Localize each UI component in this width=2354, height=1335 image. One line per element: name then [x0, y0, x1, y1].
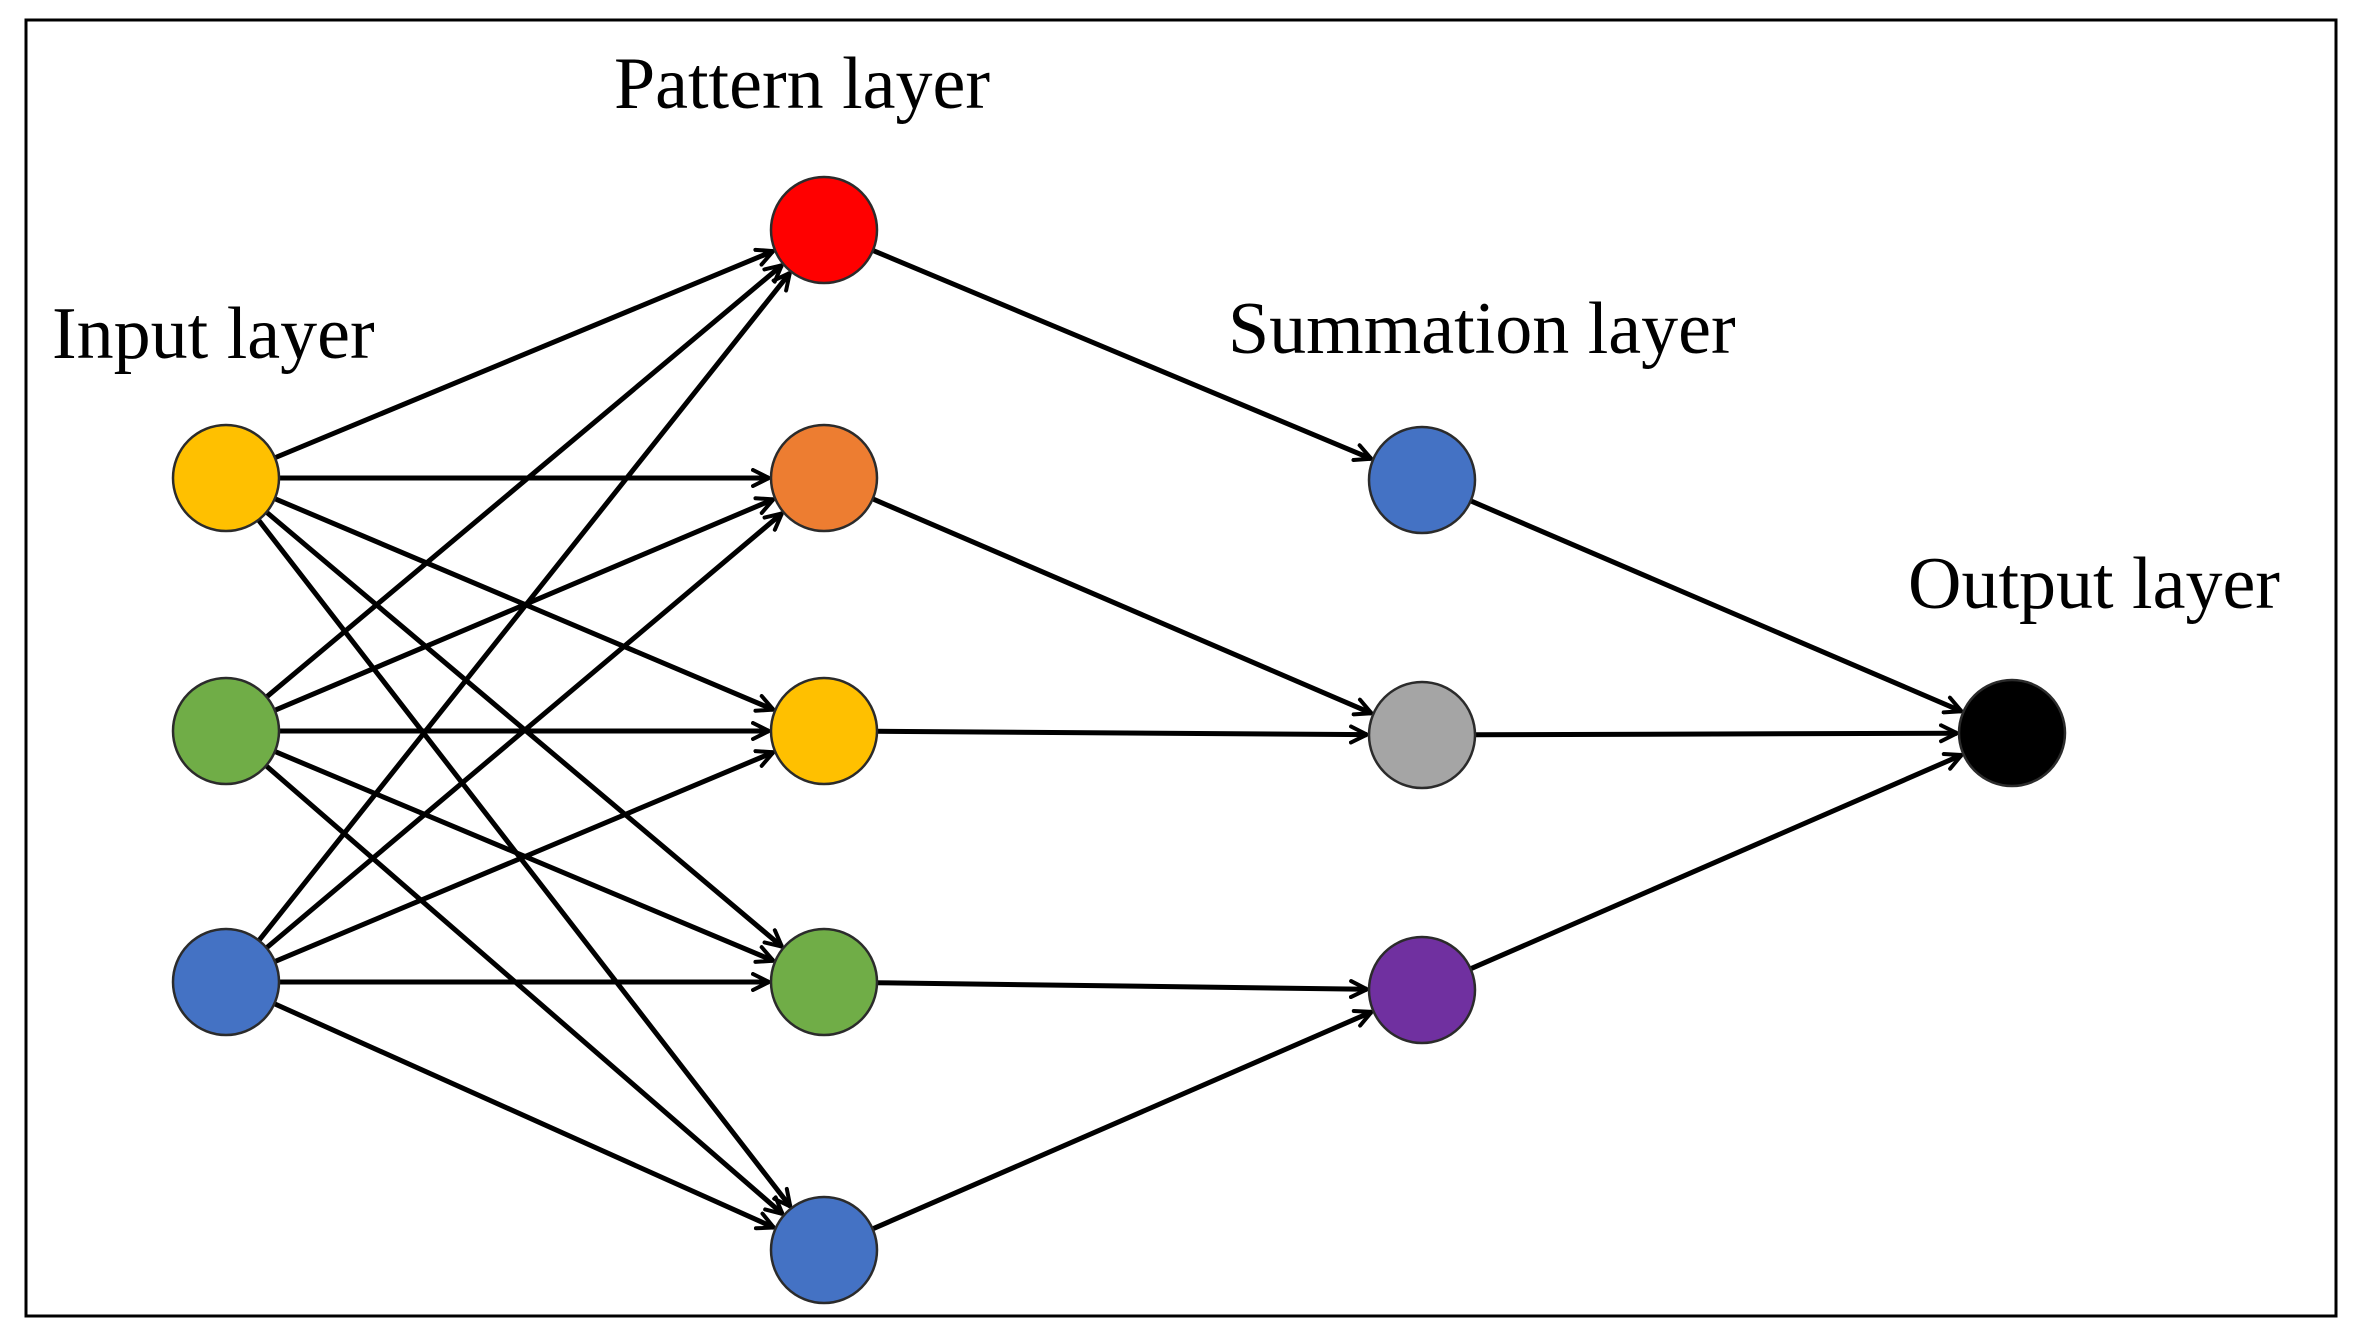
output-layer-label: Output layer [1908, 543, 2280, 625]
edge-in3-to-pt3 [272, 749, 776, 965]
edge-sm2-to-out1 [1472, 723, 1959, 744]
pattern-node-pt2 [769, 423, 879, 533]
edge-pt5-to-sm3 [869, 1008, 1374, 1232]
connections [255, 247, 1964, 1232]
edge-in1-to-pt5 [255, 516, 793, 1209]
edge-in3-to-pt2 [263, 511, 784, 952]
summation-node-sm2 [1367, 680, 1477, 790]
edge-sm3-to-out1 [1467, 752, 1964, 972]
output-node-out1 [1957, 678, 2067, 788]
edge-in2-to-pt1 [263, 263, 784, 701]
input-node-in2 [171, 676, 281, 786]
edge-pt4-to-sm3 [874, 979, 1369, 1000]
neurons [171, 175, 2067, 1305]
input-node-in1 [171, 423, 281, 533]
edge-in1-to-pt1 [272, 247, 776, 461]
edge-in2-to-pt5 [262, 762, 785, 1216]
summation-node-sm3 [1367, 935, 1477, 1045]
edge-pt2-to-sm2 [869, 495, 1374, 717]
summation-layer-label: Summation layer [1228, 288, 1736, 370]
pattern-layer-label: Pattern layer [614, 43, 990, 125]
edge-pt3-to-sm2 [874, 724, 1369, 745]
pattern-node-pt5 [769, 1195, 879, 1305]
edge-sm1-to-out1 [1467, 497, 1964, 715]
input-layer-label: Input layer [52, 293, 375, 375]
pattern-node-pt4 [769, 927, 879, 1037]
pattern-node-pt1 [769, 175, 879, 285]
pattern-node-pt3 [769, 676, 879, 786]
edge-in3-to-pt5 [271, 1000, 776, 1231]
edge-in3-to-pt1 [255, 271, 792, 944]
input-node-in3 [171, 927, 281, 1037]
summation-node-sm1 [1367, 425, 1477, 535]
edge-pt1-to-sm1 [870, 247, 1374, 463]
diagram-frame [24, 18, 2338, 1318]
